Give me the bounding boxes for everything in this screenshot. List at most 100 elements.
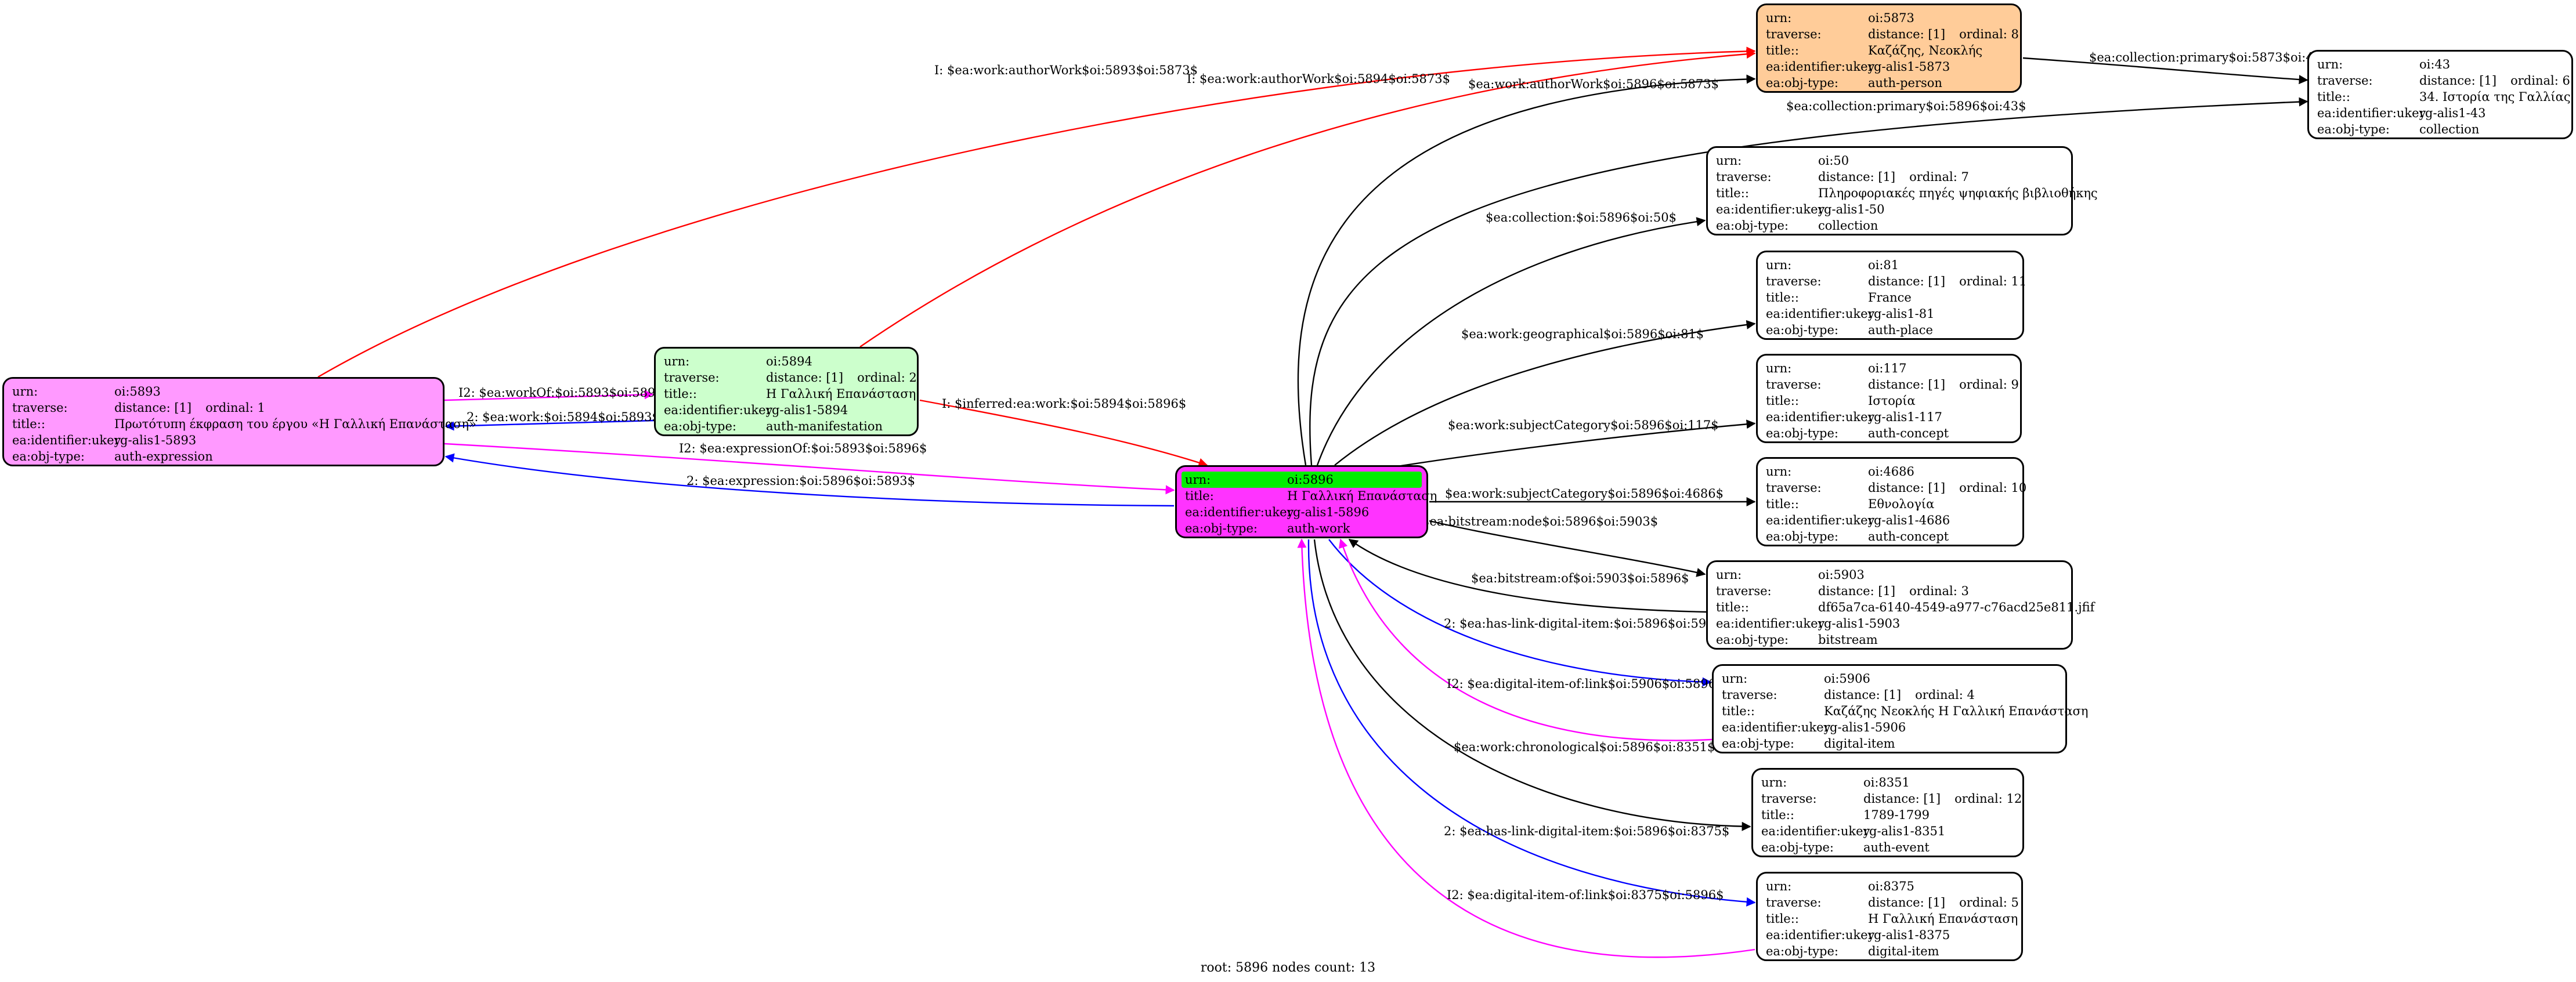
title-key: title:	[1185, 489, 1214, 503]
urn-value: oi:4686	[1868, 465, 1914, 479]
edge-n5896-to-n5873	[1297, 74, 1756, 466]
urn-key: urn:	[1766, 361, 1792, 375]
edge-n5896-to-n43	[1309, 97, 2308, 466]
ukey-value: rg-alis1-5906	[1824, 720, 1906, 734]
edge-n5896-to-n5893	[445, 453, 1175, 507]
ukey-value: rg-alis1-81	[1868, 307, 1935, 321]
title-value: Καζάζης, Νεοκλής	[1868, 44, 1983, 57]
objtype-key: ea:obj-type:	[12, 450, 85, 463]
ordinal-value: ordinal: 10	[1959, 481, 2027, 495]
title-value: Πρωτότυπη έκφραση του έργου «Η Γαλλική Ε…	[114, 417, 476, 431]
node-oi-50[interactable]: urn:oi:50 traverse:distance: [1]ordinal:…	[1706, 146, 2098, 235]
objtype-key: ea:obj-type:	[1766, 530, 1838, 543]
urn-value: oi:8351	[1863, 776, 1910, 789]
distance-value: distance: [1]	[1868, 274, 1946, 288]
traverse-key: traverse:	[1761, 792, 1817, 806]
distance-value: distance: [1]	[1868, 378, 1946, 392]
edge-n5893-to-n5873	[317, 46, 1756, 378]
objtype-key: ea:obj-type:	[1722, 737, 1794, 751]
node-oi-5873[interactable]: urn:oi:5873 traverse:distance: [1]ordina…	[1756, 3, 2022, 93]
edge-label: $ea:collection:$oi:5896$oi:50$	[1486, 211, 1677, 224]
node-oi-8351[interactable]: urn:oi:8351 traverse:distance: [1]ordina…	[1751, 768, 2024, 857]
distance-value: distance: [1]	[1868, 896, 1946, 909]
node-oi-5903[interactable]: urn:oi:5903 traverse:distance: [1]ordina…	[1706, 560, 2094, 650]
urn-value: oi:5906	[1824, 672, 1870, 686]
urn-value: oi:81	[1868, 258, 1899, 272]
objtype-key: ea:obj-type:	[1716, 219, 1789, 233]
graph-footer: root: 5896 nodes count: 13	[1200, 961, 1376, 975]
urn-value: oi:5894	[766, 354, 812, 368]
urn-value: oi:5903	[1818, 568, 1865, 582]
ukey-key: ea:identifier:ukey	[1185, 505, 1294, 519]
edge-label: $ea:work:subjectCategory$oi:5896$oi:117$	[1448, 418, 1719, 432]
ukey-key: ea:identifier:ukey	[2317, 106, 2426, 120]
edge-label: I: $ea:work:authorWork$oi:5893$oi:5873$	[934, 63, 1198, 77]
edge-n5893-to-n5896	[444, 443, 1175, 495]
title-value: Εθνολογία	[1868, 497, 1935, 511]
edge-label: $ea:work:chronological$oi:5896$oi:8351$	[1454, 740, 1715, 754]
ukey-value: rg-alis1-8375	[1868, 928, 1950, 942]
node-oi-81[interactable]: urn:oi:81 traverse:distance: [1]ordinal:…	[1756, 251, 2026, 340]
node-oi-4686[interactable]: urn:oi:4686 traverse:distance: [1]ordina…	[1756, 457, 2027, 546]
ukey-key: ea:identifier:ukey	[1761, 824, 1870, 838]
title-key: title::	[1761, 808, 1794, 822]
traverse-key: traverse:	[1716, 584, 1772, 598]
urn-key: urn:	[664, 354, 690, 368]
ukey-key: ea:identifier:ukey	[12, 433, 121, 447]
ukey-value: rg-alis1-8351	[1863, 824, 1946, 838]
objtype-key: ea:obj-type:	[1761, 840, 1834, 854]
ordinal-value: ordinal: 7	[1909, 170, 1969, 184]
objtype-value: digital-item	[1868, 944, 1939, 958]
edge-n5873-to-n43	[2022, 57, 2308, 85]
urn-key: urn:	[1716, 154, 1742, 168]
distance-value: distance: [1]	[114, 401, 192, 415]
edge-n5903-to-n5896	[1348, 539, 1707, 613]
ordinal-value: ordinal: 5	[1959, 896, 2019, 909]
objtype-key: ea:obj-type:	[2317, 122, 2390, 136]
ukey-value: rg-alis1-4686	[1868, 513, 1950, 527]
ordinal-value: ordinal: 2	[857, 371, 917, 385]
edge-label: I: $inferred:ea:work:$oi:5894$oi:5896$	[942, 397, 1186, 411]
node-oi-5894[interactable]: urn:oi:5894 traverse:distance: [1]ordina…	[654, 347, 919, 436]
distance-value: distance: [1]	[1868, 481, 1946, 495]
objtype-key: ea:obj-type:	[1766, 426, 1838, 440]
edge-n5894-to-n5896	[919, 399, 1208, 468]
edge-label: 2: $ea:has-link-digital-item:$oi:5896$oi…	[1444, 824, 1729, 838]
node-oi-5896-root[interactable]: urn:oi:5896 title:Η Γαλλική Επανάσταση e…	[1175, 465, 1437, 538]
title-key: title::	[2317, 90, 2350, 104]
objtype-value: auth-place	[1868, 323, 1933, 337]
urn-key: urn:	[1766, 258, 1792, 272]
node-oi-117[interactable]: urn:oi:117 traverse:distance: [1]ordinal…	[1756, 354, 2022, 443]
node-oi-5893[interactable]: urn:oi:5893 traverse:distance: [1]ordina…	[2, 377, 476, 466]
objtype-value: auth-person	[1868, 76, 1942, 90]
edge-label: $ea:work:authorWork$oi:5896$oi:5873$	[1468, 77, 1719, 91]
ukey-key: ea:identifier:ukey	[1766, 307, 1875, 321]
urn-key: urn:	[1722, 672, 1748, 686]
ukey-key: ea:identifier:ukey	[1716, 617, 1825, 630]
distance-value: distance: [1]	[1818, 170, 1896, 184]
edge-label: I2: $ea:expressionOf:$oi:5893$oi:5896$	[679, 441, 927, 455]
edge-n5896-to-n50	[1316, 217, 1706, 466]
distance-value: distance: [1]	[2419, 74, 2497, 88]
ukey-key: ea:identifier:ukey	[1766, 513, 1875, 527]
urn-value: oi:43	[2419, 57, 2451, 71]
node-oi-43[interactable]: urn:oi:43 traverse:distance: [1]ordinal:…	[2307, 50, 2573, 139]
objtype-key: ea:obj-type:	[1185, 521, 1258, 535]
title-key: title::	[1766, 497, 1799, 511]
edge-n5896-to-n81	[1334, 320, 1756, 466]
edge-n5894-to-n5893	[445, 419, 655, 431]
title-value: Καζάζης Νεοκλής Η Γαλλική Επανάσταση	[1824, 704, 2089, 718]
edges-layer: I: $ea:work:authorWork$oi:5893$oi:5873$ I…	[317, 46, 2329, 958]
ordinal-value: ordinal: 1	[205, 401, 265, 415]
ukey-value: rg-alis1-5896	[1287, 505, 1370, 519]
edge-label: I2: $ea:digital-item-of:link$oi:8375$oi:…	[1447, 888, 1724, 902]
urn-key: urn:	[1185, 473, 1211, 487]
edge-n5893-to-n5894	[444, 390, 654, 401]
urn-key: urn:	[1766, 465, 1792, 479]
distance-value: distance: [1]	[1868, 27, 1946, 41]
node-oi-8375[interactable]: urn:oi:8375 traverse:distance: [1]ordina…	[1756, 872, 2023, 961]
traverse-key: traverse:	[664, 371, 720, 385]
node-oi-5906[interactable]: urn:oi:5906 traverse:distance: [1]ordina…	[1712, 664, 2088, 753]
title-value: Η Γαλλική Επανάσταση	[1287, 489, 1437, 503]
edge-label: $ea:collection:primary$oi:5896$oi:43$	[1786, 99, 2026, 113]
